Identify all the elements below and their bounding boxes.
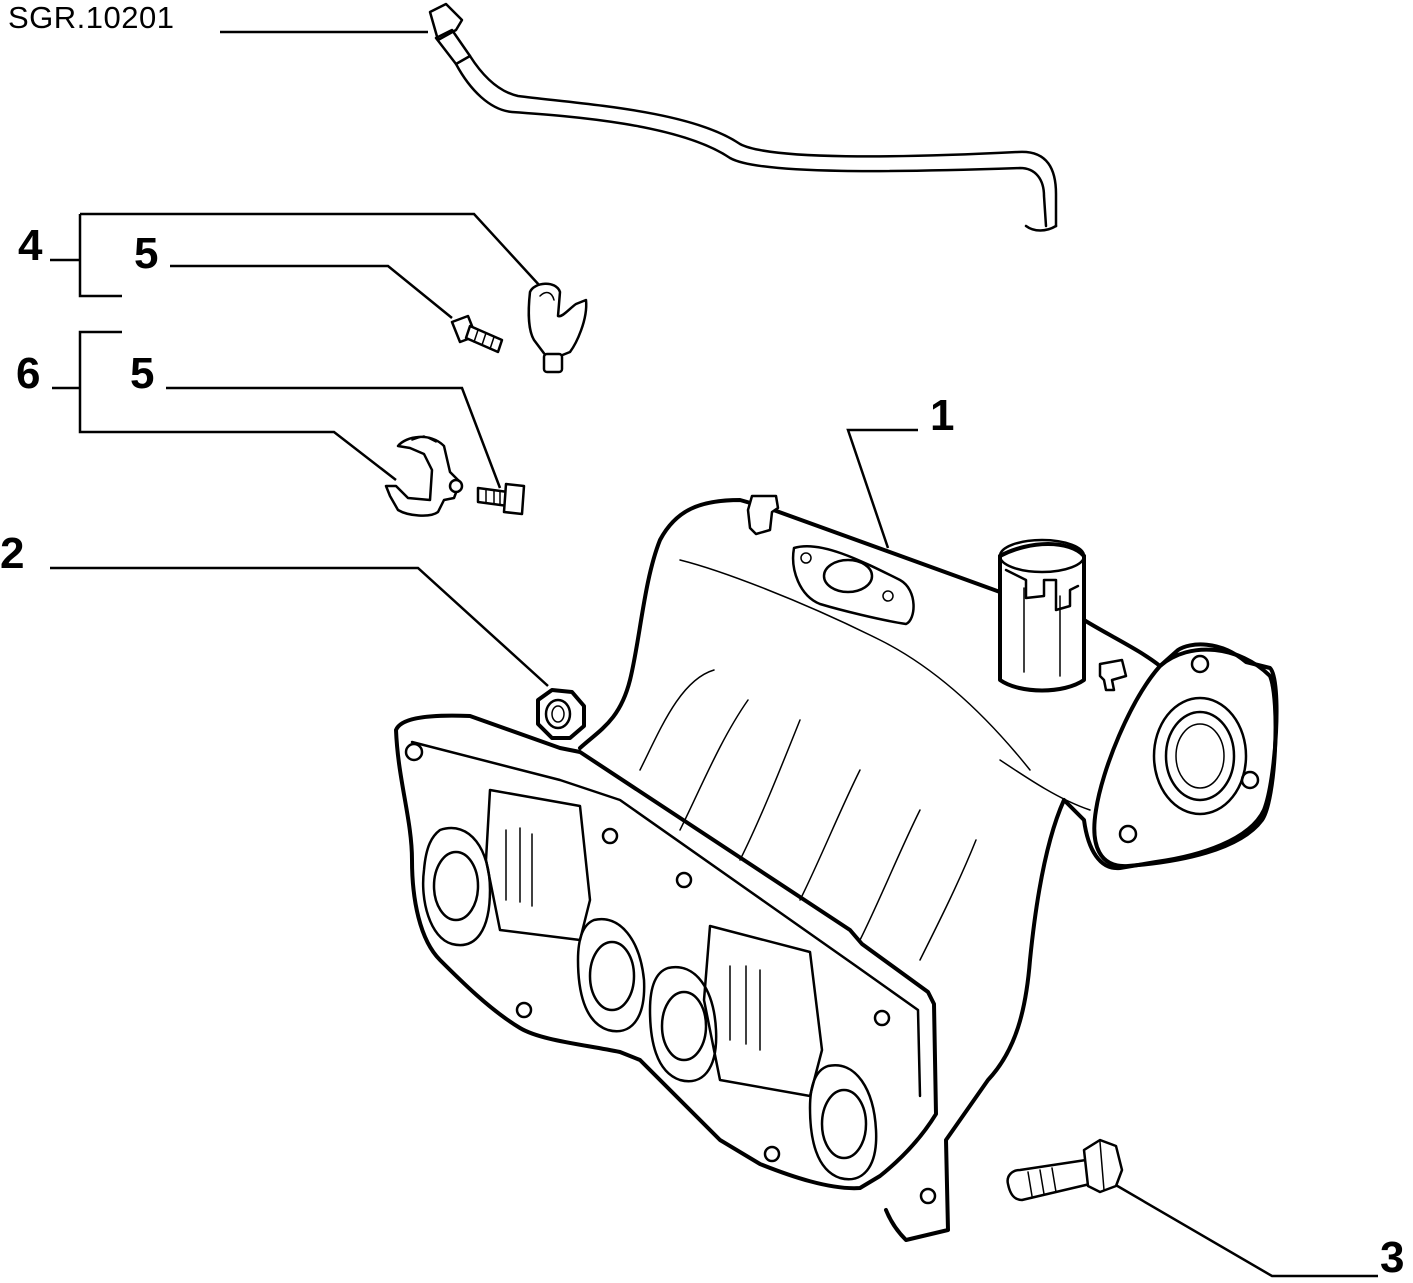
leader-line-manifold — [846, 428, 918, 549]
callout-5-screw-lower: 5 — [130, 349, 155, 398]
bracket-group-4 — [50, 212, 541, 319]
leader-line-nut — [50, 566, 549, 687]
leader-line-stud — [1113, 1182, 1378, 1278]
callout-4-bracket: 4 — [18, 221, 43, 270]
callout-1-intake-manifold: 1 — [930, 391, 955, 440]
nut — [536, 688, 586, 740]
clip-upper — [527, 282, 588, 374]
screw-lower — [476, 482, 526, 516]
stud-bolt — [1006, 1138, 1124, 1202]
bracket-group-6 — [52, 330, 502, 489]
drawing-reference-number: SGR.10201 — [8, 0, 175, 35]
callout-3-stud-bolt: 3 — [1380, 1233, 1405, 1282]
screw-upper — [450, 314, 504, 354]
callout-6-bracket: 6 — [16, 349, 41, 398]
callout-2-nut: 2 — [0, 529, 25, 578]
callout-5-screw-upper: 5 — [134, 229, 159, 278]
intake-manifold — [394, 494, 1279, 1242]
clip-lower — [384, 435, 464, 517]
breather-hose — [428, 2, 1058, 232]
